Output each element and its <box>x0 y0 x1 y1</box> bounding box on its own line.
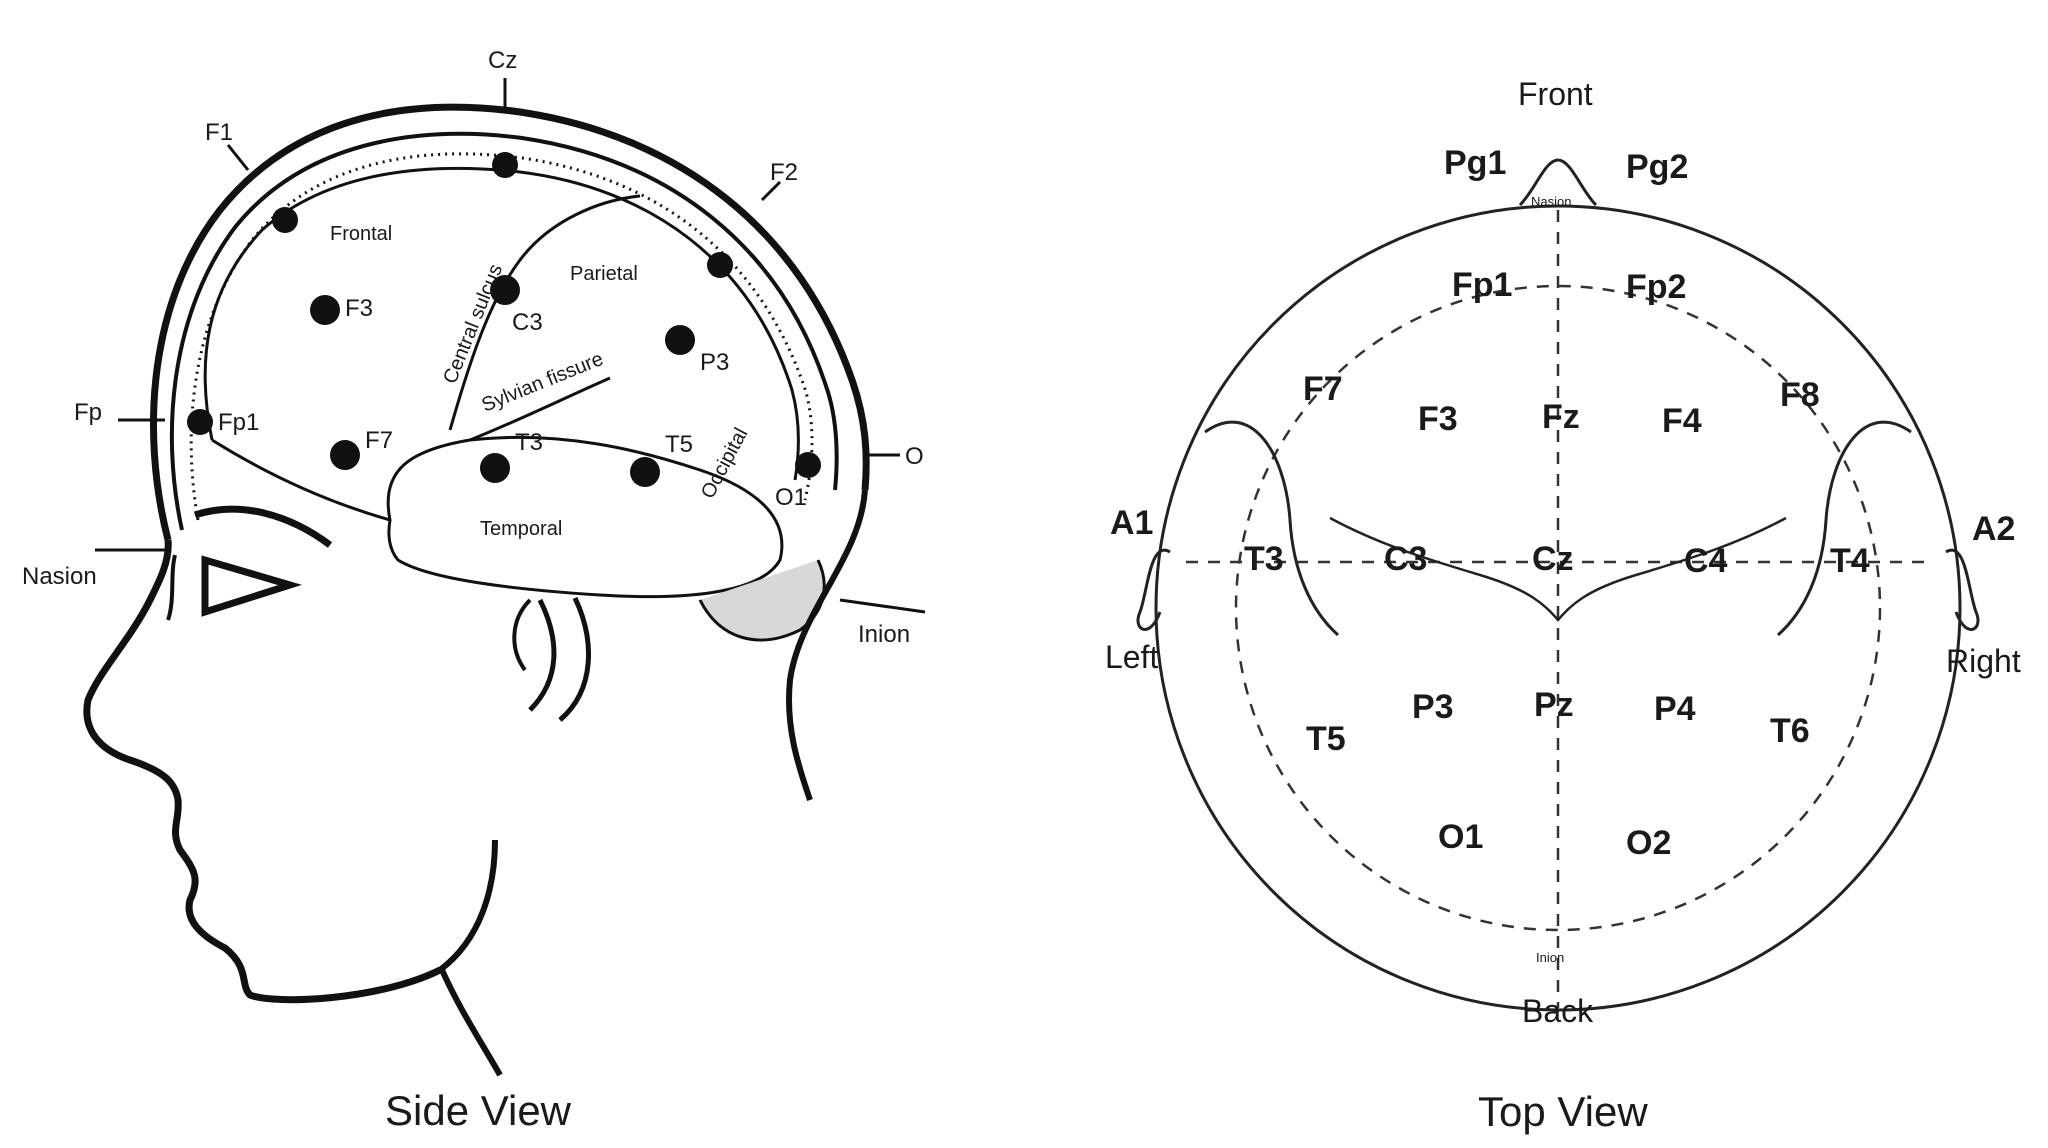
side-label-nasion: Nasion <box>22 563 97 590</box>
side-electrode-f3-dot <box>310 295 340 325</box>
top-electrode-t4: T4 <box>1830 542 1870 580</box>
side-f2-tick <box>760 180 782 202</box>
top-electrode-t5: T5 <box>1306 720 1346 758</box>
side-view-neck-back <box>786 489 868 801</box>
top-electrode-a1: A1 <box>1110 504 1153 542</box>
side-inion-tick <box>839 598 926 614</box>
top-electrode-pg2: Pg2 <box>1626 148 1688 186</box>
side-view-central-sulcus-line <box>448 194 641 431</box>
side-view-jaw-line <box>438 839 498 973</box>
side-label-o1: O1 <box>775 484 807 511</box>
side-label-c3: C3 <box>512 309 543 336</box>
side-electrode-o1-dot <box>795 452 821 478</box>
top-electrode-t6: T6 <box>1770 712 1810 750</box>
top-electrode-cz: Cz <box>1532 540 1574 578</box>
top-electrode-pz: Pz <box>1534 686 1574 724</box>
top-electrode-o2: O2 <box>1626 824 1671 862</box>
side-label-p3: P3 <box>700 349 729 376</box>
side-view-neck-front <box>439 968 503 1077</box>
side-view-skull-outline <box>169 131 839 531</box>
side-electrode-p3-dot <box>665 325 695 355</box>
top-electrode-fz: Fz <box>1542 398 1580 436</box>
side-view-frontal-base <box>211 438 391 522</box>
side-label-inion: Inion <box>858 621 910 648</box>
top-electrode-pg1: Pg1 <box>1444 144 1506 182</box>
top-electrode-f3: F3 <box>1418 400 1458 438</box>
side-view-panel: Cz F1 F2 Fp O Nasion Inion F3 Fp1 F7 C3 … <box>22 47 926 1134</box>
top-view-caption: Top View <box>1478 1088 1648 1135</box>
top-electrode-p3: P3 <box>1412 688 1454 726</box>
side-electrode-t3-dot <box>480 453 510 483</box>
side-label-f7: F7 <box>365 427 393 454</box>
top-view-inner-ring <box>1234 284 1882 932</box>
top-electrode-t3: T3 <box>1244 540 1284 578</box>
top-electrode-fp2: Fp2 <box>1626 268 1686 306</box>
top-view-nose <box>1518 158 1598 207</box>
side-view-cerebellum <box>698 559 826 642</box>
side-electrode-f7-dot <box>330 440 360 470</box>
top-landmark-nasion: Nasion <box>1531 194 1571 209</box>
side-region-frontal: Frontal <box>330 223 392 245</box>
side-label-cz: Cz <box>488 47 517 74</box>
side-view-caption: Side View <box>385 1087 572 1134</box>
side-view-eye <box>201 555 302 617</box>
top-electrode-fp1: Fp1 <box>1452 266 1512 304</box>
top-electrode-a2: A2 <box>1972 510 2015 548</box>
side-electrode-f2-dot <box>707 252 733 278</box>
side-view-face-profile <box>83 539 442 1004</box>
side-label-f3: F3 <box>345 295 373 322</box>
top-direction-right: Right <box>1946 643 2021 679</box>
side-f1-tick <box>226 144 250 171</box>
side-region-central-sulcus: Central sulcus <box>439 261 507 387</box>
top-view-panel: Front Back Left Right Nasion Inion Pg1 P… <box>1105 76 2021 1135</box>
top-view-left-contour <box>1204 420 1339 637</box>
side-electrode-t5-dot <box>630 457 660 487</box>
side-view-brain-stem <box>528 596 591 722</box>
side-label-f1: F1 <box>205 119 233 146</box>
top-view-temporal-contour <box>1329 516 1787 622</box>
top-electrode-c3: C3 <box>1384 540 1427 578</box>
top-electrode-p4: P4 <box>1654 690 1696 728</box>
top-electrode-f4: F4 <box>1662 402 1702 440</box>
top-direction-left: Left <box>1105 639 1158 675</box>
side-view-brow <box>193 505 333 548</box>
side-view-sylvian-fissure-line <box>469 376 611 442</box>
side-electrode-c3-dot <box>490 275 520 305</box>
side-region-sylvian-fissure: Sylvian fissure <box>479 348 607 417</box>
side-electrode-fp1-dot <box>187 409 213 435</box>
side-region-temporal: Temporal <box>480 518 562 540</box>
side-label-t5: T5 <box>665 431 693 458</box>
side-label-o: O <box>905 443 924 470</box>
side-view-nose-bridge <box>166 554 177 621</box>
side-label-fp: Fp <box>74 399 102 426</box>
side-region-parietal: Parietal <box>570 263 638 285</box>
side-view-ear <box>512 598 532 672</box>
top-direction-back: Back <box>1522 993 1594 1029</box>
side-electrode-cz-dot <box>492 152 518 178</box>
top-view-left-ear <box>1136 548 1171 631</box>
top-direction-front: Front <box>1518 76 1593 112</box>
top-electrode-o1: O1 <box>1438 818 1483 856</box>
top-landmark-inion: Inion <box>1536 950 1564 965</box>
side-label-f2: F2 <box>770 159 798 186</box>
top-electrode-f8: F8 <box>1780 376 1820 414</box>
top-electrode-f7: F7 <box>1303 370 1343 408</box>
side-label-t3: T3 <box>515 429 543 456</box>
top-view-right-ear <box>1945 548 1980 631</box>
side-view-scalp-outline <box>150 103 870 541</box>
top-view-right-contour <box>1777 420 1912 637</box>
side-label-fp1: Fp1 <box>218 409 259 436</box>
side-electrode-f1-dot <box>272 207 298 233</box>
top-view-head-circle <box>1154 204 1962 1012</box>
top-electrode-c4: C4 <box>1684 542 1728 580</box>
